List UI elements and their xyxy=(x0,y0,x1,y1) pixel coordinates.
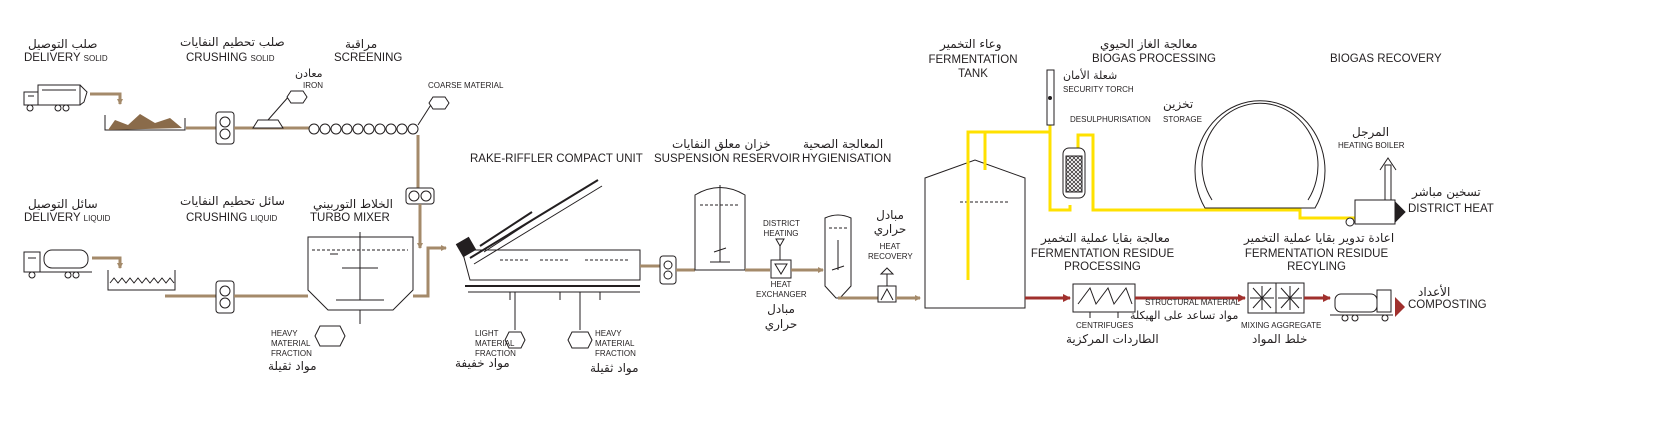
heavy-fraction-2-ar: مواد ثقيلة xyxy=(590,361,639,375)
heat-recovery-ar: مبادل حراري xyxy=(873,208,907,237)
suspension-reservoir-ar: خزان معلق النفايات xyxy=(672,137,771,151)
centrifuge xyxy=(1072,283,1136,318)
fermentation-tank-label: FERMENTATION TANK xyxy=(928,54,1018,80)
security-torch-ar: شعلة الأمان xyxy=(1063,69,1118,82)
district-heating-label: DISTRICT HEATING xyxy=(763,219,800,238)
biogas-processing-ar: معالجة الغاز الحيوي xyxy=(1100,37,1198,51)
security-torch-label: SECURITY TORCH xyxy=(1063,85,1134,94)
residue-recycling-label: FERMENTATION RESIDUE RECYLING xyxy=(1244,248,1389,274)
solid-bunker xyxy=(104,114,186,131)
heavy-fraction-2-label: HEAVY MATERIAL FRACTION xyxy=(595,329,636,358)
crushing-liquid-ar: سائل تحطيم النفايات xyxy=(180,194,285,208)
solid-delivery-truck xyxy=(23,84,88,112)
heating-boiler-label: HEATING BOILER xyxy=(1338,141,1405,150)
composting-label: COMPOSTING xyxy=(1408,299,1487,311)
desulphurisation-unit xyxy=(1062,147,1086,199)
iron-ar: معادن xyxy=(295,67,323,80)
heat-recovery xyxy=(877,267,897,303)
residue-processing-label: FERMENTATION RESIDUE PROCESSING xyxy=(1030,248,1175,274)
turbo-mixer-ar: الخلاط التوربيني xyxy=(313,197,393,211)
fermentation-tank xyxy=(924,159,1026,309)
storage-ar: تخزين xyxy=(1163,97,1194,111)
composting-ar: الأعداد xyxy=(1418,285,1451,299)
heat-exchanger-label: HEAT EXCHANGER xyxy=(756,280,807,299)
crushing-solid-label: CRUSHING SOLID xyxy=(186,52,275,64)
delivery-solid-label: DELIVERY SOLID xyxy=(24,52,108,64)
iron-label: IRON xyxy=(303,81,323,90)
turbo-mixer xyxy=(307,232,414,311)
coarse-material-label: COARSE MATERIAL xyxy=(428,81,504,90)
post-riffler-crusher xyxy=(659,255,677,285)
heating-boiler xyxy=(1345,157,1406,227)
security-torch xyxy=(1046,69,1055,126)
mixing-aggregate-ar: خلط المواد xyxy=(1252,332,1308,346)
residue-processing-ar: معالجة بقايا عملية التخمير xyxy=(1041,231,1170,245)
crushing-solid-ar: صلب تحطيم النفايات xyxy=(180,35,285,49)
heat-exchanger-ar: مبادل حراري xyxy=(764,302,798,331)
compost-truck xyxy=(1330,289,1405,322)
centrifuges-ar: الطاردات المركزية xyxy=(1066,332,1159,346)
mid-crusher xyxy=(405,187,435,205)
hygienisation-label: HYGIENISATION xyxy=(802,153,892,165)
hygienisation-tank xyxy=(824,214,852,299)
gas-storage xyxy=(1194,100,1326,209)
residue-recycling-ar: اعادة تدوير بقايا عملية التخمير xyxy=(1244,231,1395,245)
district-heat-ar: تسخين مباشر xyxy=(1412,185,1481,199)
structural-material-label: STRUCTURAL MATERIAL xyxy=(1145,298,1241,307)
suspension-reservoir xyxy=(694,185,746,271)
biogas-processing-label: BIOGAS PROCESSING xyxy=(1092,53,1216,65)
heavy-fraction-1-label: HEAVY MATERIAL FRACTION xyxy=(271,329,312,358)
rake-riffler-label: RAKE-RIFFLER COMPACT UNIT xyxy=(470,153,643,165)
screening-ar: مراقبة xyxy=(345,37,378,51)
delivery-liquid-ar: سائل التوصيل xyxy=(28,197,98,211)
liquid-feed-arrow xyxy=(92,256,123,269)
fermentation-tank-ar: وعاء التخمير xyxy=(940,37,1002,51)
heat-exchanger xyxy=(770,238,792,279)
light-fraction-ar: مواد خفيفة xyxy=(455,356,510,370)
turbo-mixer-label: TURBO MIXER xyxy=(310,212,390,224)
heavy-fraction-bin-1 xyxy=(314,325,346,347)
light-fraction-label: LIGHT MATERIAL FRACTION xyxy=(475,329,516,358)
district-heat-label: DISTRICT HEAT xyxy=(1408,203,1494,215)
delivery-solid-ar: صلب التوصيل xyxy=(28,37,98,51)
iron-separator xyxy=(252,90,308,129)
solid-feed-arrow xyxy=(90,92,123,105)
biogas-recovery-label: BIOGAS RECOVERY xyxy=(1330,53,1442,65)
mixing-aggregate-label: MIXING AGGREGATE xyxy=(1241,321,1322,330)
delivery-liquid-label: DELIVERY LIQUID xyxy=(24,212,111,224)
solid-crusher xyxy=(215,111,235,145)
centrifuges-label: CENTRIFUGES xyxy=(1076,321,1134,330)
screening-drum xyxy=(308,96,450,135)
light-fraction-bin xyxy=(504,292,526,349)
heavy-fraction-bin-2 xyxy=(567,292,593,349)
storage-label: STORAGE xyxy=(1163,115,1202,124)
mixer-out-line xyxy=(413,245,447,298)
suspension-reservoir-label: SUSPENSION RESERVOIR xyxy=(654,153,801,165)
hygienisation-ar: المعالجة الصحية xyxy=(803,137,884,151)
rake-riffler xyxy=(455,179,641,300)
liquid-crusher xyxy=(215,280,235,314)
screening-label: SCREENING xyxy=(334,52,403,64)
liquid-delivery-truck xyxy=(23,249,92,279)
heat-recovery-label: HEAT RECOVERY xyxy=(868,242,913,261)
desulphurisation-label: DESULPHURISATION xyxy=(1070,115,1151,124)
mixing-aggregate xyxy=(1247,282,1305,314)
structural-material-ar: مواد تساعد على الهيكلة xyxy=(1130,309,1239,322)
crushing-liquid-label: CRUSHING LIQUID xyxy=(186,212,278,224)
heavy-fraction-1-ar: مواد ثقيلة xyxy=(268,359,317,373)
liquid-pump xyxy=(107,270,176,291)
heating-boiler-ar: المرجل xyxy=(1352,125,1390,139)
